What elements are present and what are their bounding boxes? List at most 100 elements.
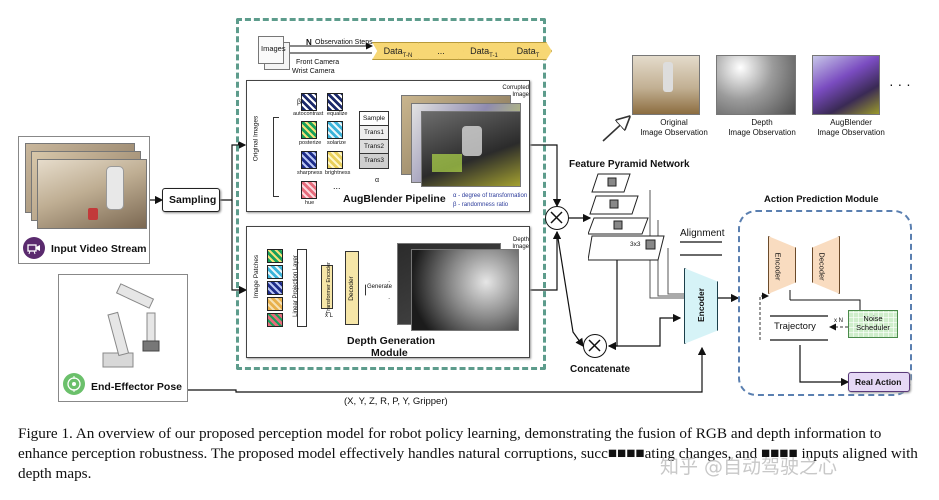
multiply-operator bbox=[545, 206, 569, 230]
n-label: N bbox=[306, 38, 312, 47]
alignment-label: Alignment bbox=[680, 228, 725, 239]
more-observations: · · · bbox=[889, 76, 911, 92]
pose-vector-label: (X, Y, Z, R, P, Y, Gripper) bbox=[344, 396, 448, 407]
op-posterize-label: posterize bbox=[299, 140, 322, 146]
fusion-encoder-label: Encoder bbox=[696, 287, 707, 323]
beta-note: β - randomness ratio bbox=[453, 202, 509, 208]
corrupted-image-label: Corrupted Image bbox=[502, 85, 529, 98]
noise-scheduler-line1: Noise bbox=[863, 314, 883, 323]
video-frame-front bbox=[37, 159, 147, 229]
decoder-block bbox=[345, 251, 359, 325]
figure-caption: Figure 1. An overview of our proposed pe… bbox=[18, 425, 918, 482]
images-label: Images bbox=[261, 44, 286, 53]
sampling-label: Sampling bbox=[169, 194, 217, 206]
alpha-note: α - degree of transformation bbox=[453, 193, 528, 199]
patch-2 bbox=[267, 265, 283, 279]
action-module-title: Action Prediction Module bbox=[764, 194, 879, 205]
noise-scheduler-line2: Scheduler bbox=[856, 323, 890, 332]
image-patches-label: Image Patches bbox=[253, 254, 261, 299]
depthgen-title-2: Module bbox=[371, 347, 408, 359]
patch-4 bbox=[267, 297, 283, 311]
ops-bracket bbox=[273, 117, 279, 197]
action-module-container bbox=[738, 210, 912, 396]
op-autocontrast-label: autocontrast bbox=[293, 111, 324, 117]
real-action-label: Real Action bbox=[855, 377, 902, 387]
sample-table: Sample Trans1 Trans2 Trans3 bbox=[359, 111, 389, 169]
data-chevron-t-1: DataT-1 bbox=[458, 42, 510, 60]
op-hue-tile bbox=[301, 181, 317, 199]
trans2-row: Trans2 bbox=[360, 140, 388, 154]
images-stack-icon bbox=[258, 36, 290, 70]
depth-obs-image bbox=[716, 55, 796, 115]
op-posterize-tile bbox=[301, 121, 317, 139]
robot-arm-shape bbox=[106, 166, 124, 210]
obs-steps-label: Observation Steps bbox=[315, 39, 373, 46]
wrist-camera-label: Wrist Camera bbox=[292, 68, 335, 75]
concatenate-operator bbox=[583, 334, 607, 358]
patch-5 bbox=[267, 313, 283, 327]
perception-module-container bbox=[236, 18, 546, 370]
beta-label: β bbox=[297, 99, 302, 106]
video-camera-icon bbox=[23, 237, 45, 259]
patch-3 bbox=[267, 281, 283, 295]
watermark: 知乎 @自动驾驶之心 bbox=[660, 456, 838, 478]
real-action-box: Real Action bbox=[848, 372, 910, 392]
action-encoder-label: Encoder bbox=[773, 252, 783, 281]
input-video-panel: Input Video Stream bbox=[18, 136, 150, 264]
noise-scheduler: Noise Scheduler bbox=[848, 310, 898, 338]
action-decoder-label: Decoder bbox=[817, 252, 827, 281]
end-effector-label: End-Effector Pose bbox=[91, 381, 183, 393]
linear-projection-label: Linear Projection Layer bbox=[292, 255, 299, 317]
linear-projection-block bbox=[297, 249, 307, 327]
trajectory-label: Trajectory bbox=[774, 321, 816, 332]
pose-icon bbox=[63, 373, 85, 395]
sample-header: Sample bbox=[360, 112, 388, 126]
xl-label: x L bbox=[325, 313, 334, 319]
depth-image-label: Depth Image bbox=[512, 237, 529, 250]
augblender-panel: Original Images β autocontrast equalize … bbox=[246, 80, 530, 212]
data-chevron-t: DataT bbox=[504, 42, 552, 60]
trans3-row: Trans3 bbox=[360, 154, 388, 168]
op-sharpness-label: sharpness bbox=[297, 170, 323, 176]
front-camera-label: Front Camera bbox=[296, 59, 340, 66]
op-autocontrast-tile bbox=[301, 93, 317, 111]
red-cup-shape bbox=[88, 208, 98, 220]
trans1-row: Trans1 bbox=[360, 126, 388, 140]
fpn-layers bbox=[587, 172, 668, 262]
op-sharpness-tile bbox=[301, 151, 317, 169]
original-obs-image bbox=[632, 55, 700, 115]
decoder-label: Decoder bbox=[347, 276, 355, 301]
concatenate-label: Concatenate bbox=[570, 364, 631, 375]
depth-generation-panel: Image Patches Linear Projection Layer Tr… bbox=[246, 226, 530, 359]
kernel-label: 3x3 bbox=[630, 241, 641, 248]
op-equalize-tile bbox=[327, 93, 343, 111]
depthgen-title-1: Depth Generation bbox=[347, 335, 436, 347]
data-chevron-t-n: DataT-N bbox=[372, 42, 424, 60]
generate-label: Generate bbox=[367, 284, 393, 290]
transformer-encoder-label: Transformer Encoder bbox=[325, 262, 332, 314]
corrupted-image-front bbox=[421, 111, 521, 187]
op-solarize-label: solarize bbox=[327, 140, 346, 146]
augblender-obs-image bbox=[812, 55, 880, 115]
data-chevron-ellipsis: ... bbox=[418, 42, 464, 60]
op-more-label: ... bbox=[333, 181, 341, 191]
alpha-label: α bbox=[375, 177, 380, 184]
original-images-label: Original Images bbox=[252, 115, 260, 162]
op-hue-label: hue bbox=[305, 200, 315, 206]
depth-image-front bbox=[411, 249, 519, 331]
op-brightness-label: brightness bbox=[325, 170, 351, 176]
op-equalize-label: equalize bbox=[327, 111, 348, 117]
xn-label: x N bbox=[834, 318, 843, 324]
input-video-label: Input Video Stream bbox=[51, 243, 147, 255]
transformer-encoder-block bbox=[321, 265, 333, 309]
op-brightness-tile bbox=[327, 151, 343, 169]
fpn-title: Feature Pyramid Network bbox=[569, 159, 690, 170]
patch-1 bbox=[267, 249, 283, 263]
op-solarize-tile bbox=[327, 121, 343, 139]
robot-arm-illustration bbox=[99, 283, 169, 371]
end-effector-panel: End-Effector Pose bbox=[58, 274, 188, 402]
sampling-box: Sampling bbox=[162, 188, 220, 212]
